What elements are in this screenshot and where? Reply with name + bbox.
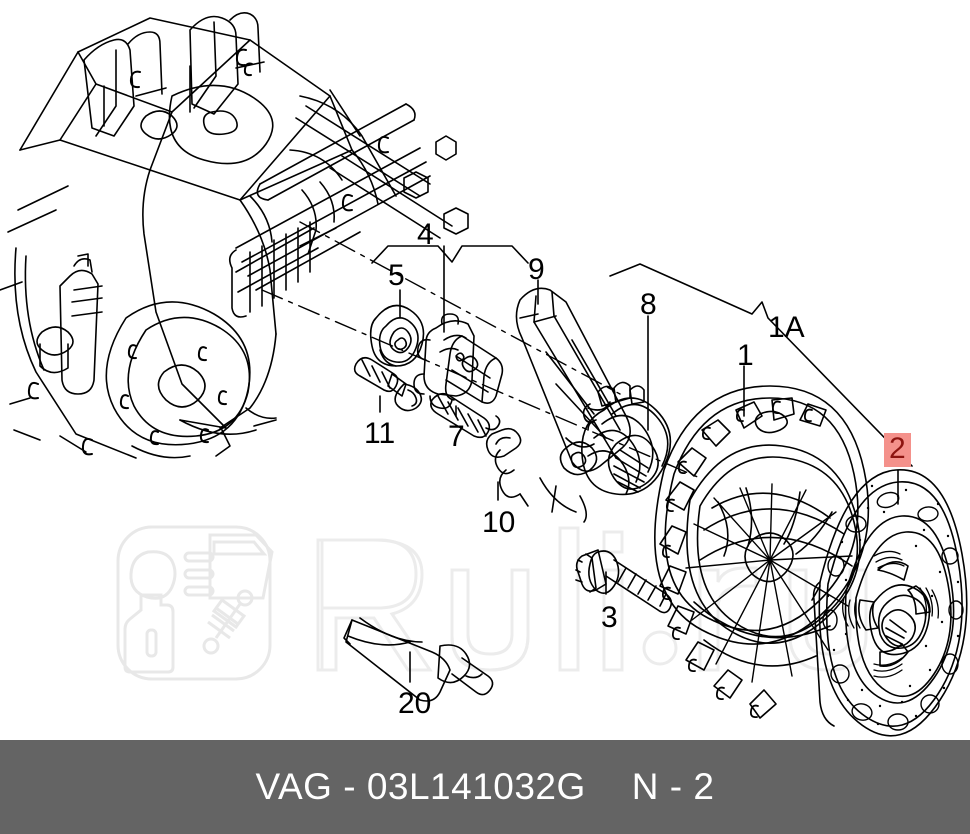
- callout-7[interactable]: 7: [448, 420, 465, 453]
- footer-part-label: VAG - 03L141032G N - 2: [256, 766, 715, 808]
- footer-manufacturer: VAG: [255, 766, 333, 807]
- part-10-retaining-clip: [485, 427, 529, 507]
- footer-part-number: 03L141032G: [366, 766, 586, 807]
- part-7-threaded-pin: [430, 392, 501, 439]
- part-2-clutch-disc: [811, 469, 968, 737]
- callout-11[interactable]: 11: [364, 417, 396, 450]
- callout-20[interactable]: 20: [398, 687, 432, 720]
- part-20-sealant-tube: [343, 617, 494, 702]
- callout-1a[interactable]: 1A: [768, 311, 805, 344]
- leader-lines: [371, 245, 913, 683]
- part-11-bolt: [353, 356, 423, 412]
- part-8-release-bearing: [581, 381, 672, 496]
- part-1-pressure-plate: [654, 385, 870, 719]
- part-9-release-fork: [515, 287, 631, 523]
- callout-4[interactable]: 4: [417, 218, 434, 251]
- callout-2-highlighted[interactable]: 2: [884, 433, 911, 467]
- part-3-bolt: [575, 549, 673, 614]
- transmission-housing-assembly: [0, 12, 469, 459]
- footer-separator: -: [343, 766, 357, 807]
- footer-bar: VAG - 03L141032G N - 2: [0, 740, 970, 834]
- footer-page-ref: N - 2: [631, 766, 715, 807]
- callout-10[interactable]: 10: [482, 506, 516, 539]
- callout-1[interactable]: 1: [737, 339, 754, 372]
- technical-drawing-canvas: [0, 12, 968, 737]
- callout-5[interactable]: 5: [388, 259, 405, 292]
- callout-3[interactable]: 3: [601, 601, 618, 634]
- centerline: [261, 221, 701, 479]
- callout-9[interactable]: 9: [528, 253, 545, 286]
- callout-8[interactable]: 8: [640, 288, 657, 321]
- part-5-seal-ring: [369, 304, 425, 367]
